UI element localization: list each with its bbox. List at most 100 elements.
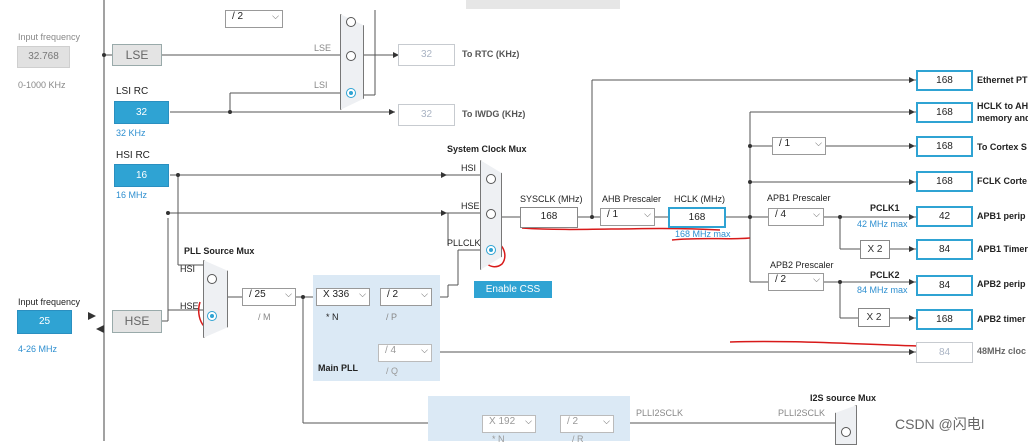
chevron-down-icon: ⌵ bbox=[525, 416, 532, 426]
pll-source-mux[interactable] bbox=[203, 260, 228, 338]
top-divider-select[interactable]: / 2 ⌵ bbox=[225, 10, 283, 28]
chevron-down-icon: ⌵ bbox=[359, 289, 366, 299]
sysclk-value[interactable]: 168 bbox=[520, 207, 578, 228]
sysclk-mux-hsi-label: HSI bbox=[461, 163, 477, 173]
enable-css-button[interactable]: Enable CSS bbox=[474, 281, 552, 298]
apb1-prescaler-value: / 4 bbox=[775, 209, 787, 220]
pll-m-select[interactable]: / 25 ⌵ bbox=[242, 288, 296, 306]
plli2s-r-label: / R bbox=[572, 434, 584, 444]
pll-p-select[interactable]: / 2 ⌵ bbox=[380, 288, 432, 306]
pll-q-value: / 4 bbox=[385, 345, 397, 356]
sysclk-mux-radio-hsi[interactable] bbox=[486, 174, 496, 184]
pll-p-label: / P bbox=[386, 312, 398, 322]
apb1-timer-label: APB1 Timer bbox=[977, 244, 1028, 254]
apb1-prescaler-select[interactable]: / 4 ⌵ bbox=[768, 208, 824, 226]
apb1-peripheral-label: APB1 perip bbox=[977, 211, 1026, 221]
hse-input-frequency-field[interactable]: 25 bbox=[17, 310, 72, 334]
apb2-timer-value[interactable]: 168 bbox=[916, 309, 973, 330]
ahb-prescaler-label: AHB Prescaler bbox=[602, 194, 662, 204]
lse-range-label: 0-1000 KHz bbox=[18, 80, 66, 90]
rtc-mux-radio-lsi[interactable] bbox=[346, 88, 356, 98]
hsi-rc-unit: 16 MHz bbox=[116, 190, 148, 200]
pll-mux-radio-hsi[interactable] bbox=[207, 274, 217, 284]
chevron-down-icon: ⌵ bbox=[813, 209, 820, 219]
pclk1-max-label: 42 MHz max bbox=[857, 219, 908, 229]
rtc-mux-radio-hse[interactable] bbox=[346, 17, 356, 27]
chevron-down-icon: ⌵ bbox=[644, 209, 651, 219]
hclk-ahb-value[interactable]: 168 bbox=[916, 102, 973, 123]
pll-n-select[interactable]: X 336 ⌵ bbox=[316, 288, 370, 306]
usb-48mhz-value: 84 bbox=[916, 342, 973, 363]
pll-source-mux-label: PLL Source Mux bbox=[184, 246, 255, 256]
pll-mux-hsi-label: HSI bbox=[180, 264, 196, 274]
hse-range-label: 4-26 MHz bbox=[18, 344, 58, 354]
hsi-rc-value: 16 bbox=[114, 164, 169, 187]
ethernet-ptp-value[interactable]: 168 bbox=[916, 70, 973, 91]
pll-p-value: / 2 bbox=[387, 289, 399, 300]
apb2-peripheral-value[interactable]: 84 bbox=[916, 275, 973, 296]
lsi-rc-value: 32 bbox=[114, 101, 169, 124]
pclk2-max-label: 84 MHz max bbox=[857, 285, 908, 295]
apb2-prescaler-select[interactable]: / 2 ⌵ bbox=[768, 273, 824, 291]
lsi-rc-label: LSI RC bbox=[116, 86, 149, 97]
plli2s-n-select[interactable]: X 192 ⌵ bbox=[482, 415, 536, 433]
pll-n-label: * N bbox=[326, 312, 339, 322]
main-pll-label: Main PLL bbox=[318, 363, 358, 373]
iwdg-label: To IWDG (KHz) bbox=[462, 109, 526, 119]
ethernet-ptp-label: Ethernet PT bbox=[977, 75, 1028, 85]
hsi-rc-label: HSI RC bbox=[116, 150, 150, 161]
top-divider-value: / 2 bbox=[232, 11, 244, 22]
sysclk-label: SYSCLK (MHz) bbox=[520, 194, 583, 204]
lse-block[interactable]: LSE bbox=[112, 44, 162, 66]
lsi-line-label: LSI bbox=[314, 80, 328, 90]
pll-q-select[interactable]: / 4 ⌵ bbox=[378, 344, 432, 362]
pll-mux-hse-label: HSE bbox=[180, 301, 199, 311]
apb2-timer-multiplier: X 2 bbox=[858, 308, 890, 327]
apb2-prescaler-label: APB2 Prescaler bbox=[770, 260, 834, 270]
hclk-label: HCLK (MHz) bbox=[674, 194, 725, 204]
apb2-prescaler-value: / 2 bbox=[775, 274, 787, 285]
hclk-value[interactable]: 168 bbox=[668, 207, 726, 228]
watermark-text: CSDN @闪电I bbox=[895, 416, 985, 432]
lse-input-frequency-field[interactable]: 32.768 bbox=[17, 46, 70, 68]
apb1-timer-multiplier: X 2 bbox=[860, 240, 890, 259]
plli2s-r-select[interactable]: / 2 ⌵ bbox=[560, 415, 614, 433]
sysclk-mux-radio-pllclk[interactable] bbox=[486, 245, 496, 255]
i2s-mux-radio[interactable] bbox=[841, 427, 851, 437]
plli2sclk-label-2: PLLI2SCLK bbox=[778, 408, 826, 418]
hse-input-frequency-label: Input frequency bbox=[18, 297, 81, 307]
pclk2-label: PCLK2 bbox=[870, 270, 900, 280]
hclk-ahb-label: HCLK to AH bbox=[977, 101, 1028, 111]
lse-line-label: LSE bbox=[314, 43, 332, 53]
hse-block[interactable]: HSE bbox=[112, 310, 162, 333]
plli2s-n-label: * N bbox=[492, 434, 505, 444]
cortex-systick-value[interactable]: 168 bbox=[916, 136, 973, 157]
ahb-prescaler-value: / 1 bbox=[607, 209, 619, 220]
rtc-mux-radio-lse[interactable] bbox=[346, 51, 356, 61]
pll-mux-radio-hse[interactable] bbox=[207, 311, 217, 321]
pll-m-label: / M bbox=[258, 312, 271, 322]
sysclk-mux-hse-label: HSE bbox=[461, 201, 480, 211]
apb1-peripheral-value[interactable]: 42 bbox=[916, 206, 973, 227]
hclk-ahb-label-2: memory and bbox=[977, 113, 1028, 123]
lsi-rc-unit: 32 KHz bbox=[116, 128, 146, 138]
apb1-prescaler-label: APB1 Prescaler bbox=[767, 193, 831, 203]
chevron-down-icon: ⌵ bbox=[603, 416, 610, 426]
pclk1-label: PCLK1 bbox=[870, 203, 900, 213]
ahb-prescaler-select[interactable]: / 1 ⌵ bbox=[600, 208, 655, 226]
chevron-down-icon: ⌵ bbox=[813, 274, 820, 284]
usb-48mhz-label: 48MHz cloc bbox=[977, 346, 1027, 356]
pll-m-value: / 25 bbox=[249, 289, 266, 300]
sysclk-mux-pllclk-label: PLLCLK bbox=[447, 238, 481, 248]
chevron-down-icon: ⌵ bbox=[285, 289, 292, 299]
sysclk-mux-radio-hse[interactable] bbox=[486, 209, 496, 219]
cortex-systick-label: To Cortex S bbox=[977, 142, 1027, 152]
cortex-divider-select[interactable]: / 1 ⌵ bbox=[772, 137, 826, 155]
fclk-cortex-value[interactable]: 168 bbox=[916, 171, 973, 192]
chevron-down-icon: ⌵ bbox=[815, 138, 822, 148]
top-toolbar-shadow bbox=[466, 0, 620, 9]
plli2s-r-value: / 2 bbox=[567, 416, 579, 427]
cortex-divider-value: / 1 bbox=[779, 138, 791, 149]
apb1-timer-value[interactable]: 84 bbox=[916, 239, 973, 260]
pll-q-label: / Q bbox=[386, 366, 399, 376]
